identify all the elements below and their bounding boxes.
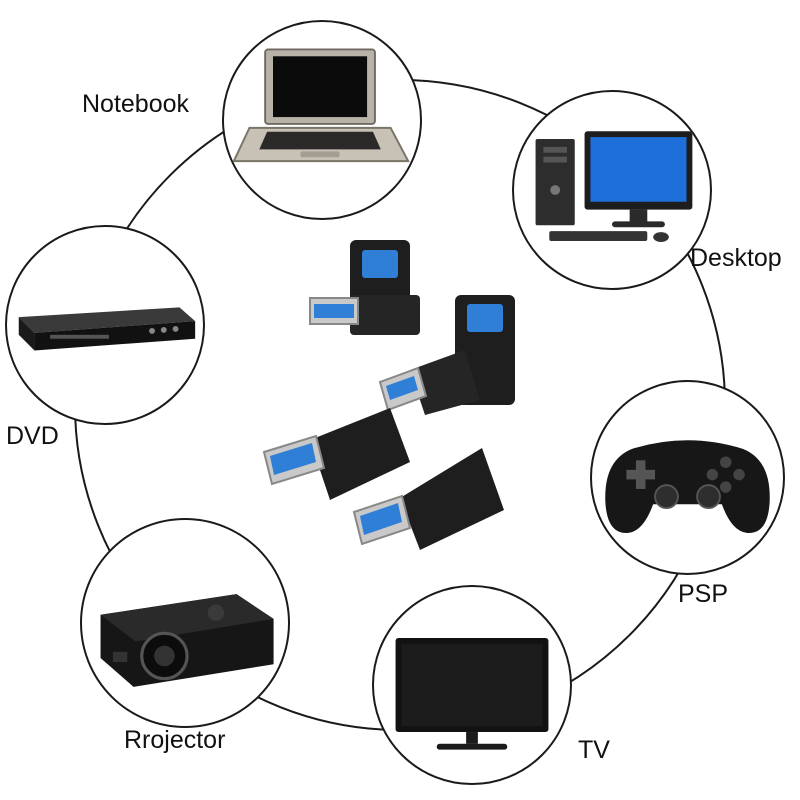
desktop-computer-icon xyxy=(535,131,693,242)
tv-label: TV xyxy=(578,736,610,764)
adapter-side-1 xyxy=(262,408,410,500)
dvd-device xyxy=(5,225,205,425)
desktop-label: Desktop xyxy=(690,244,782,272)
adapter-up-2 xyxy=(378,295,515,415)
psp-device xyxy=(590,380,785,575)
projector-device xyxy=(80,518,290,728)
adapter-side-2 xyxy=(352,448,504,550)
dvd-label: DVD xyxy=(6,422,59,450)
psp-label: PSP xyxy=(678,580,729,608)
projector-label: Rrojector xyxy=(124,726,226,754)
laptop-icon xyxy=(232,48,410,163)
desktop-device xyxy=(512,90,712,290)
tv-device xyxy=(372,585,572,785)
adapter-up-1 xyxy=(309,240,420,335)
notebook-label: Notebook xyxy=(82,90,190,118)
usb-adapters-product xyxy=(250,200,550,570)
gamepad-icon xyxy=(605,440,770,533)
projector-icon xyxy=(100,594,274,687)
usb-adapter-icon xyxy=(262,240,515,550)
notebook-device xyxy=(222,20,422,220)
dvd-player-icon xyxy=(18,307,196,351)
monitor-icon xyxy=(395,637,549,750)
